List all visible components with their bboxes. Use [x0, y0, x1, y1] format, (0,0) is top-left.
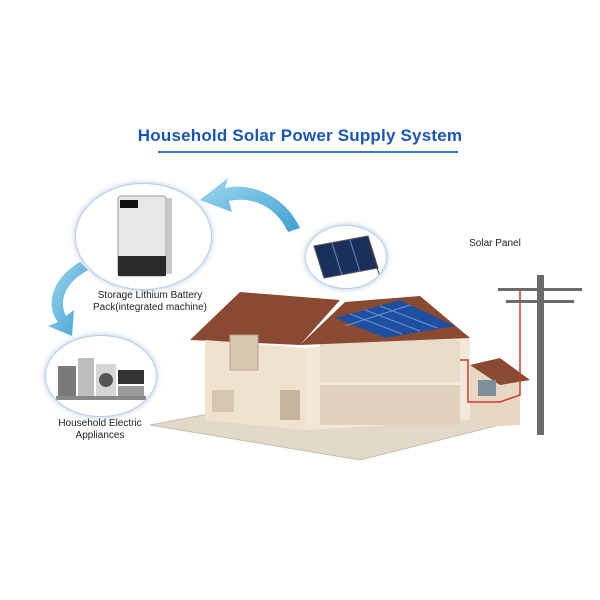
title-underline [158, 151, 458, 153]
solar-panel-label: Solar Panel [469, 238, 521, 249]
battery-label-line1: Storage Lithium Battery [97, 290, 203, 301]
appliances-label: Household Electric Appliances [35, 418, 165, 442]
battery-unit-illustration [117, 195, 172, 277]
solar-panel-bubble [305, 225, 387, 289]
appliances-illustration [56, 358, 146, 400]
appliances-bubble [45, 335, 157, 417]
diagram-title: Household Solar Power Supply System [137, 126, 463, 145]
battery-label-line2: Pack(integrated machine) [93, 302, 207, 313]
arrow-battery-to-appliances [48, 262, 88, 336]
portable-solar-panel-illustration [313, 235, 381, 279]
battery-bubble [75, 183, 212, 290]
arrow-panel-to-battery [200, 178, 300, 232]
battery-label: Storage Lithium Battery Pack(integrated … [80, 290, 220, 314]
appliances-label-line2: Appliances [75, 430, 125, 441]
appliances-label-line1: Household Electric [58, 418, 142, 429]
